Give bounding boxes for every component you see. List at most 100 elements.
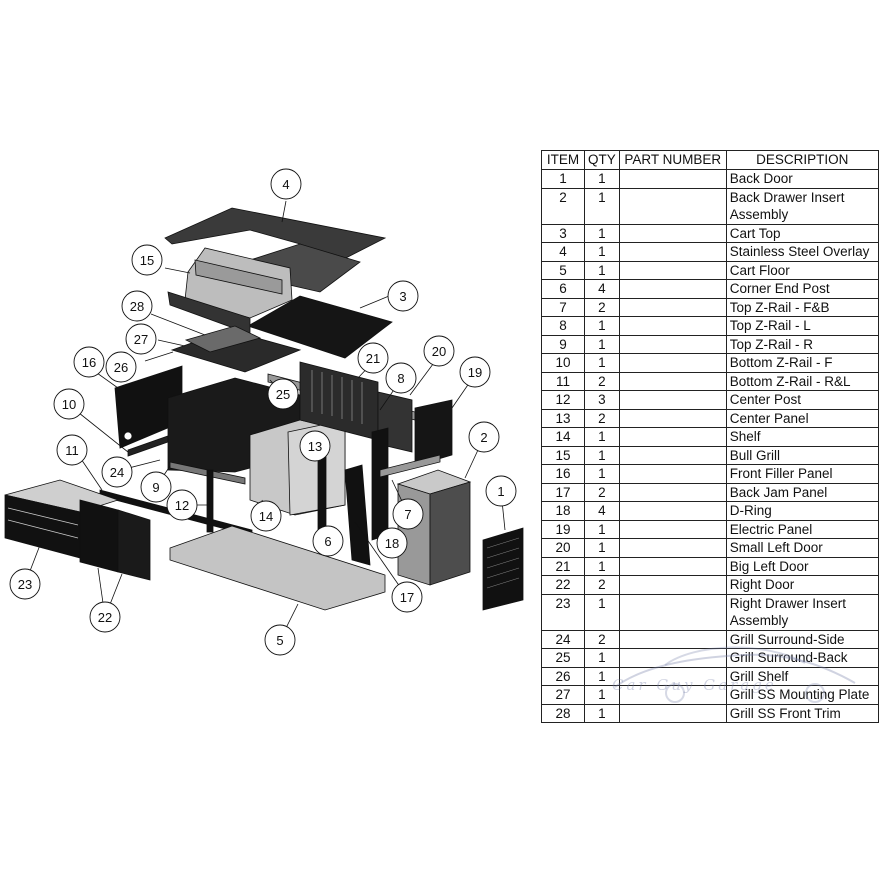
cell-description: Back Door — [725, 169, 879, 189]
balloon-label: 1 — [497, 484, 504, 499]
balloon — [387, 280, 419, 312]
cell-description: Bull Grill — [725, 445, 879, 465]
balloon-label: 11 — [65, 443, 79, 458]
cell-part-number — [618, 223, 727, 243]
cell-qty: 1 — [584, 260, 620, 280]
balloon-label: 5 — [276, 633, 283, 648]
balloon — [299, 430, 331, 462]
balloon-label: 16 — [82, 355, 96, 370]
cell-qty: 1 — [584, 242, 620, 262]
balloon — [53, 388, 85, 420]
balloon-label: 17 — [400, 590, 414, 605]
cell-part-number — [618, 629, 727, 649]
cell-item: 24 — [541, 629, 585, 649]
cell-part-number — [618, 538, 727, 558]
balloon-label: 24 — [110, 465, 124, 480]
balloon-label: 8 — [397, 371, 404, 386]
cell-description: Center Post — [725, 390, 879, 410]
cell-qty: 3 — [584, 390, 620, 410]
balloon-label: 7 — [404, 507, 411, 522]
balloon-label: 27 — [134, 332, 148, 347]
balloon — [89, 601, 121, 633]
balloon — [121, 290, 153, 322]
balloon — [485, 475, 517, 507]
cell-part-number — [618, 703, 727, 723]
cell-item: 3 — [541, 223, 585, 243]
cell-description: Cart Top — [725, 223, 879, 243]
cell-qty: 1 — [584, 464, 620, 484]
cell-qty: 2 — [584, 575, 620, 595]
cell-qty: 1 — [584, 519, 620, 539]
cell-item: 14 — [541, 427, 585, 447]
cell-part-number — [618, 575, 727, 595]
balloon — [391, 581, 423, 613]
cell-qty: 2 — [584, 629, 620, 649]
balloon — [392, 498, 424, 530]
balloon-label: 4 — [282, 177, 289, 192]
cell-part-number — [618, 464, 727, 484]
cell-qty: 2 — [584, 371, 620, 391]
cell-item: 18 — [541, 501, 585, 521]
cell-item: 7 — [541, 297, 585, 317]
cell-description: Front Filler Panel — [725, 464, 879, 484]
cell-part-number — [618, 353, 727, 373]
cell-part-number — [618, 297, 727, 317]
cell-item: 23 — [541, 593, 585, 631]
cell-description: Grill SS Mounting Plate — [725, 685, 879, 705]
cell-part-number — [618, 187, 727, 225]
balloon — [101, 456, 133, 488]
cell-qty: 1 — [584, 593, 620, 631]
part-cart-floor — [169, 525, 386, 611]
cell-item: 15 — [541, 445, 585, 465]
cell-part-number — [618, 427, 727, 447]
balloon — [125, 323, 157, 355]
cell-description: Grill Surround-Back — [725, 648, 879, 668]
balloon — [459, 356, 491, 388]
cell-item: 5 — [541, 260, 585, 280]
cell-item: 13 — [541, 408, 585, 428]
balloon-label: 20 — [432, 344, 446, 359]
cell-description: Shelf — [725, 427, 879, 447]
balloon-label: 13 — [308, 439, 322, 454]
balloon — [56, 434, 88, 466]
cell-qty: 1 — [584, 353, 620, 373]
balloon — [131, 244, 163, 276]
cell-part-number — [618, 482, 727, 502]
cell-item: 12 — [541, 390, 585, 410]
cell-part-number — [618, 593, 727, 631]
cell-item: 11 — [541, 371, 585, 391]
cell-description: Cart Floor — [725, 260, 879, 280]
part-corner-end-post — [317, 452, 327, 533]
cell-part-number — [618, 445, 727, 465]
balloon — [250, 500, 282, 532]
header-qty: QTY — [584, 150, 620, 170]
balloon-label: 15 — [140, 253, 154, 268]
cell-part-number — [618, 648, 727, 668]
cell-item: 17 — [541, 482, 585, 502]
cell-part-number — [618, 316, 727, 336]
cell-description: Grill Shelf — [725, 666, 879, 686]
header-part-number: PART NUMBER — [618, 150, 727, 170]
balloon — [73, 346, 105, 378]
cell-qty: 1 — [584, 427, 620, 447]
cell-item: 10 — [541, 353, 585, 373]
cell-description: Right Door — [725, 575, 879, 595]
cell-qty: 1 — [584, 538, 620, 558]
balloon-label: 2 — [480, 430, 487, 445]
balloon-label: 22 — [98, 610, 112, 625]
exploded-assembly-diagram: 4 15 3 28 27 26 21 20 19 8 25 16 10 24 1… — [4, 168, 524, 656]
cell-qty: 2 — [584, 297, 620, 317]
